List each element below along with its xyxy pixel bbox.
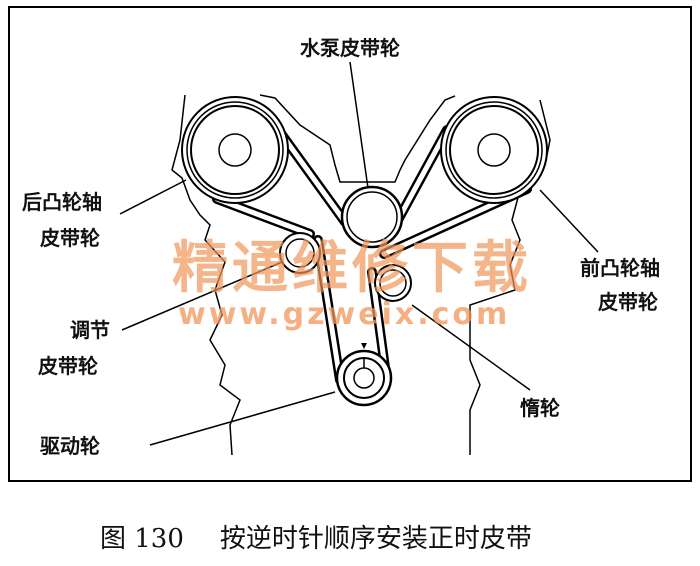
diagram-frame [8, 6, 692, 482]
rear-camshaft-pulley [181, 96, 289, 204]
engine-block-left-outline [171, 94, 241, 456]
water-pump-pulley [340, 185, 404, 249]
label-front-cam-line1: 前凸轮轴 [580, 256, 660, 280]
front-camshaft-pulley [440, 96, 548, 204]
label-adjust-line1: 调节 [70, 318, 110, 342]
caption-text: 按逆时针顺序安装正时皮带 [219, 524, 532, 554]
figure-number: 图 130 [100, 524, 184, 554]
crankshaft-pulley [335, 349, 393, 407]
label-water-pump-pulley: 水泵皮带轮 [300, 36, 400, 60]
watermark-url: www.gzweix.com [178, 297, 511, 332]
idler-pulley [374, 264, 412, 302]
leader-lines [119, 61, 599, 446]
timing-mark-icon [361, 343, 367, 349]
label-rear-cam-line1: 后凸轮轴 [22, 190, 102, 214]
watermark-title: 精通维修下载 [172, 235, 532, 301]
label-front-cam-line2: 皮带轮 [598, 290, 658, 314]
label-adjust-line2: 皮带轮 [38, 354, 98, 378]
label-idler: 惰轮 [520, 396, 560, 420]
figure-caption: 图 130 按逆时针顺序安装正时皮带 [100, 518, 568, 555]
tensioner-pulley [279, 232, 321, 274]
label-drive-pulley: 驱动轮 [40, 434, 100, 458]
label-rear-cam-line2: 皮带轮 [40, 226, 100, 250]
